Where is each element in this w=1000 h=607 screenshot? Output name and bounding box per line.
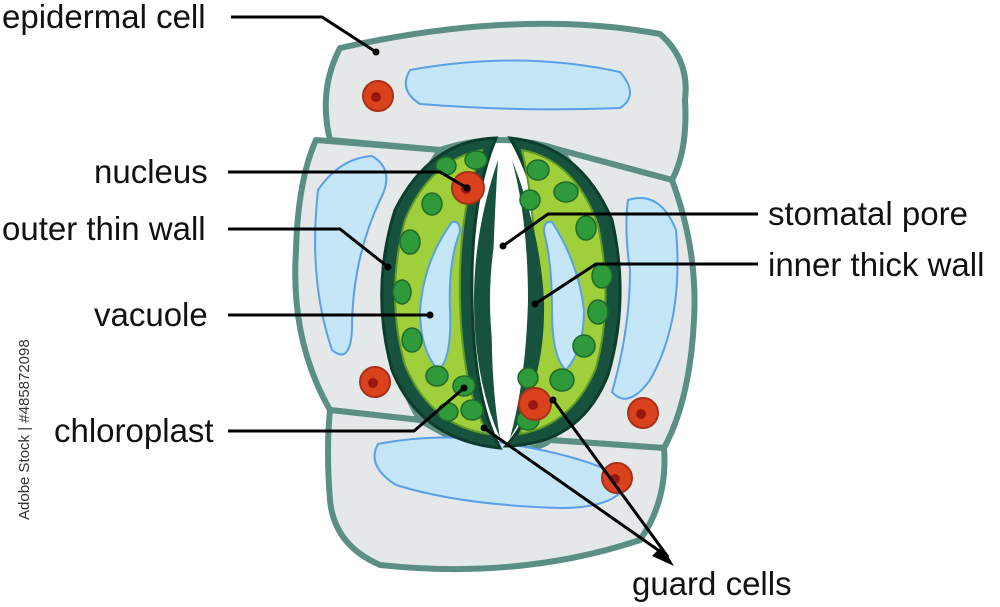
label-stomatal-pore: stomatal pore <box>768 195 968 232</box>
arrowhead-guard-cells <box>652 546 674 566</box>
leader-nucleus <box>228 170 468 190</box>
leader-epidermal-cell <box>231 15 377 54</box>
leader-outer-thin-wall <box>228 227 389 269</box>
leader-lines <box>228 15 758 566</box>
guard-cells <box>380 136 622 450</box>
leader-stomatal-pore <box>502 212 758 248</box>
nucleus-epidermal-left <box>359 366 391 398</box>
vacuole-epidermal-left <box>314 154 388 356</box>
nucleus-epidermal-top <box>362 80 394 112</box>
vacuole-guard-left <box>418 220 462 372</box>
vacuole-guard-right <box>542 220 586 372</box>
vacuole-epidermal-top <box>404 59 631 111</box>
leader-guard-cells-left <box>483 426 669 559</box>
label-outer-thin-wall: outer thin wall <box>2 210 206 247</box>
labels: epidermal cell nucleus outer thin wall v… <box>2 0 984 602</box>
nucleus-epidermal-right <box>627 397 659 429</box>
epidermal-cells <box>292 20 698 573</box>
label-epidermal-cell: epidermal cell <box>2 0 206 35</box>
label-nucleus: nucleus <box>94 153 208 190</box>
label-chloroplast: chloroplast <box>54 412 214 449</box>
label-inner-thick-wall: inner thick wall <box>768 246 984 283</box>
label-guard-cells: guard cells <box>632 565 792 602</box>
inner-thick-wall-right <box>510 160 545 438</box>
leader-chloroplast <box>228 386 465 433</box>
vacuole-epidermal-right <box>610 197 679 400</box>
nucleus-guard-right <box>518 387 552 421</box>
stomatal-pore <box>490 200 520 405</box>
leader-inner-thick-wall <box>534 262 758 306</box>
leader-guard-cells-right <box>551 399 670 558</box>
label-vacuole: vacuole <box>94 296 208 333</box>
stock-id-watermark: Adobe Stock | #485872098 <box>16 339 33 520</box>
inner-thick-wall-left <box>474 160 500 438</box>
